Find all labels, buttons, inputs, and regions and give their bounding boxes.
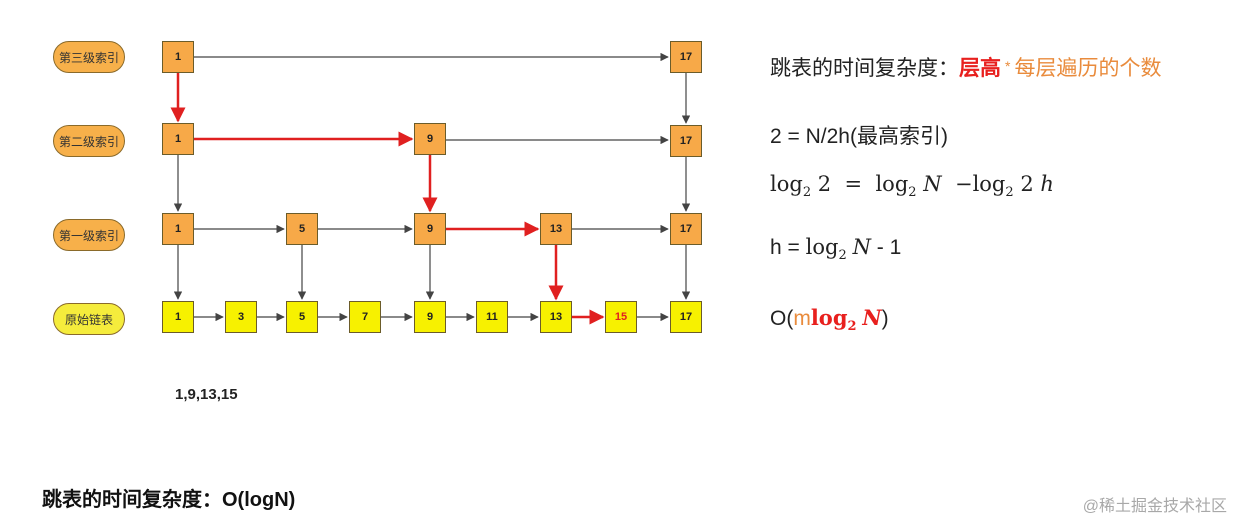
formula-term: h =	[770, 236, 806, 259]
formula-term: 2	[1020, 172, 1034, 196]
log-text: log	[972, 172, 1006, 196]
log-base: 2	[908, 185, 917, 200]
node-base-9: 9	[414, 301, 446, 333]
level-label-1: 第一级索引	[53, 219, 125, 251]
formula-term: 2 =	[817, 172, 876, 196]
log-base: 2	[802, 185, 812, 200]
level-label-3: 第三级索引	[53, 41, 125, 73]
log-text: log	[770, 172, 803, 196]
log-base: 2	[838, 248, 847, 263]
node-l1-13: 13	[540, 213, 572, 245]
node-base-13: 13	[540, 301, 572, 333]
formula-big-o: O(mlog2 N)	[770, 305, 889, 334]
node-base-17: 17	[670, 301, 702, 333]
node-base-15: 15	[605, 301, 637, 333]
formula-layer-height: 层高	[959, 57, 1001, 80]
formula-complexity-definition: 跳表的时间复杂度：层高*每层遍历的个数	[770, 52, 1161, 82]
bottom-title: 跳表的时间复杂度：O(logN)	[42, 489, 296, 511]
node-base-7: 7	[349, 301, 381, 333]
watermark: @稀土掘金技术社区	[1082, 498, 1227, 515]
node-base-11: 11	[476, 301, 508, 333]
variable-n: N	[862, 305, 882, 330]
formula-prefix: 跳表的时间复杂度：	[770, 57, 959, 80]
node-l3-1: 1	[162, 41, 194, 73]
node-base-5: 5	[286, 301, 318, 333]
level-label-2: 第二级索引	[53, 125, 125, 157]
node-l1-5: 5	[286, 213, 318, 245]
variable-n: N	[923, 172, 942, 196]
node-l1-17: 17	[670, 213, 702, 245]
variable-h: h	[1040, 172, 1054, 196]
formula-per-layer-count: 每层遍历的个数	[1014, 57, 1162, 80]
formula-term: )	[881, 307, 889, 330]
log-text: log	[810, 305, 848, 330]
search-path-text: 1,9,13,15	[175, 386, 238, 403]
node-l2-1: 1	[162, 123, 194, 155]
log-base: 2	[1005, 185, 1014, 200]
node-base-3: 3	[225, 301, 257, 333]
log-base: 2	[847, 319, 857, 334]
variable-n: N	[852, 235, 871, 259]
node-l2-9: 9	[414, 123, 446, 155]
skip-list-diagram	[170, 52, 691, 325]
node-l2-17: 17	[670, 125, 702, 157]
log-text: log	[805, 235, 839, 259]
variable-m: m	[793, 307, 811, 330]
log-text: log	[875, 172, 909, 196]
node-l1-9: 9	[414, 213, 446, 245]
node-l3-17: 17	[670, 41, 702, 73]
formula-multiply: *	[1005, 58, 1011, 74]
minus-sign: −	[941, 172, 973, 196]
level-label-base: 原始链表	[53, 303, 125, 335]
node-base-1: 1	[162, 301, 194, 333]
formula-h: h = log2 N - 1	[770, 235, 902, 263]
formula-term: - 1	[870, 236, 902, 259]
formula-log-equation: log2 2 = log2 N −log2 2 h	[770, 172, 1054, 200]
node-l1-1: 1	[162, 213, 194, 245]
formula-top-index: 2 = N/2h(最高索引)	[770, 125, 948, 148]
formula-term: O(	[770, 307, 794, 330]
